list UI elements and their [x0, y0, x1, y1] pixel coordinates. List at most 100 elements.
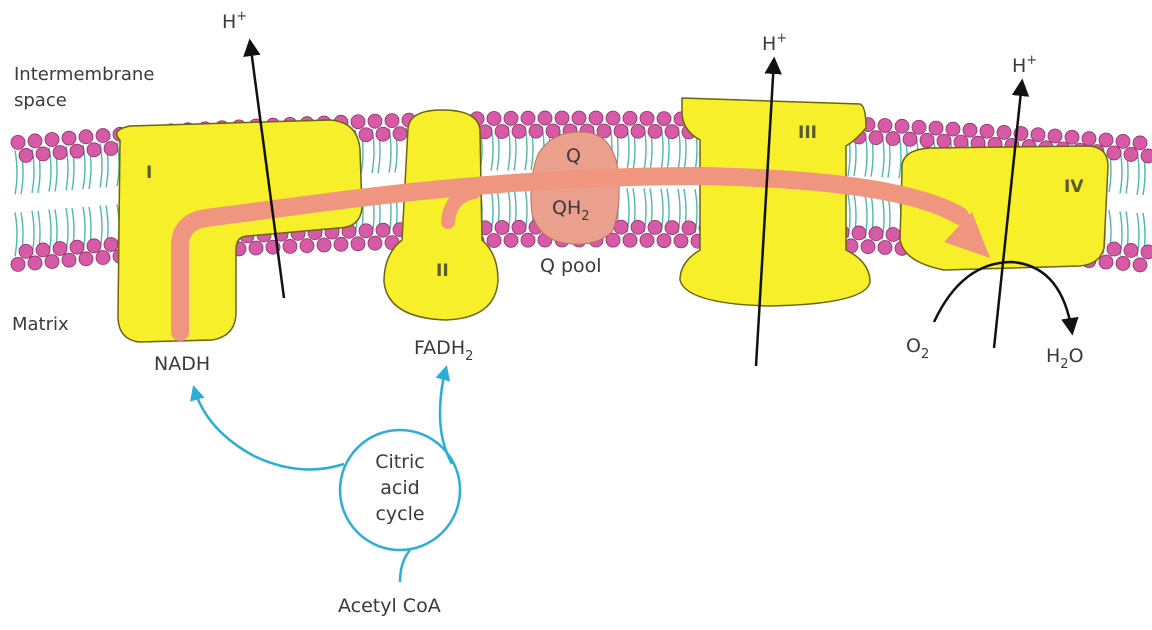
lipid-tail: [15, 212, 17, 256]
space-label: space: [14, 90, 67, 111]
lipid-head: [504, 111, 518, 125]
q-pool-label: Q pool: [540, 255, 602, 277]
lipid-head: [912, 120, 926, 134]
lipid-head: [614, 124, 628, 138]
lipid-head: [368, 236, 382, 250]
lipid-head: [1133, 136, 1147, 150]
lipid-head: [963, 123, 977, 137]
lipid-head: [521, 111, 535, 125]
lipid-head: [878, 118, 892, 132]
lipid-head: [45, 133, 59, 147]
lipid-head: [665, 221, 679, 235]
lipid-head: [300, 239, 314, 253]
lipid-head: [614, 220, 628, 234]
cycle-label: cycle: [375, 503, 424, 525]
nadh-label: NADH: [154, 353, 210, 375]
lipid-head: [997, 125, 1011, 139]
lipid-head: [640, 233, 654, 247]
lipid-head: [53, 146, 67, 160]
lipid-head: [504, 233, 518, 247]
lipid-head: [606, 111, 620, 125]
lipid-head: [62, 253, 76, 267]
lipid-head: [11, 257, 25, 271]
lipid-head: [45, 255, 59, 269]
lipid-head: [538, 111, 552, 125]
lipid-head: [903, 132, 917, 146]
lipid-head: [376, 223, 390, 237]
lipid-head: [11, 135, 25, 149]
lipid-head: [317, 238, 331, 252]
lipid-head: [1099, 255, 1113, 269]
lipid-head: [70, 240, 84, 254]
complex-ii: [384, 110, 498, 320]
lipid-head: [104, 142, 118, 156]
lipid-head: [79, 252, 93, 266]
lipid-head: [1116, 256, 1130, 270]
lipid-head: [1099, 133, 1113, 147]
lipid-head: [495, 125, 509, 139]
lipid-head: [487, 112, 501, 126]
h-plus-label-3: H+: [1012, 53, 1037, 77]
lipid-head: [946, 122, 960, 136]
complex-i-label: I: [146, 163, 152, 183]
lipid-head: [96, 129, 110, 143]
lipid-head: [852, 226, 866, 240]
lipid-head: [1107, 146, 1121, 160]
h-plus-label-2: H+: [762, 31, 787, 55]
lipid-head: [657, 112, 671, 126]
lipid-head: [623, 111, 637, 125]
fadh2-label: FADH2: [414, 337, 473, 364]
lipid-head: [648, 124, 662, 138]
lipid-head: [53, 242, 67, 256]
lipid-head: [512, 220, 526, 234]
citric-label: Citric: [375, 451, 425, 473]
lipid-head: [878, 240, 892, 254]
lipid-head: [895, 119, 909, 133]
lipid-head: [869, 227, 883, 241]
intermembrane-label: Intermembrane: [14, 64, 154, 85]
complex-iii: [680, 98, 870, 306]
lipid-head: [36, 147, 50, 161]
lipid-head: [283, 239, 297, 253]
lipid-head: [385, 114, 399, 128]
lipid-head: [351, 237, 365, 251]
lipid-head: [487, 234, 501, 248]
lipid-head: [674, 234, 688, 248]
lipid-head: [937, 134, 951, 148]
lipid-head: [529, 124, 543, 138]
lipid-head: [929, 121, 943, 135]
lipid-head: [495, 221, 509, 235]
acid-label: acid: [380, 477, 419, 499]
acetyl-coa-label: Acetyl CoA: [338, 595, 441, 617]
lipid-head: [861, 240, 875, 254]
lipid-head: [36, 243, 50, 257]
complex-iii-label: III: [798, 123, 817, 143]
lipid-head: [249, 241, 263, 255]
lipid-head: [512, 124, 526, 138]
lipid-head: [62, 131, 76, 145]
lipid-head: [87, 143, 101, 157]
lipid-head: [334, 237, 348, 251]
lipid-head: [359, 128, 373, 142]
lipid-head: [359, 224, 373, 238]
lipid-head: [19, 148, 33, 162]
acetyl-coa-input-line: [400, 550, 410, 582]
lipid-head: [96, 251, 110, 265]
lipid-head: [87, 239, 101, 253]
lipid-head: [980, 124, 994, 138]
lipid-head: [28, 134, 42, 148]
lipid-head: [376, 127, 390, 141]
lipid-head: [1048, 129, 1062, 143]
lipid-head: [351, 115, 365, 129]
lipid-head: [623, 233, 637, 247]
lipid-head: [1082, 132, 1096, 146]
cycle-to-nadh-arrow: [194, 388, 344, 469]
o2-label: O2: [906, 335, 929, 362]
lipid-head: [657, 234, 671, 248]
lipid-head: [631, 220, 645, 234]
lipid-head: [521, 233, 535, 247]
lipid-head: [1124, 147, 1138, 161]
lipid-head: [640, 111, 654, 125]
lipid-head: [1141, 149, 1152, 163]
